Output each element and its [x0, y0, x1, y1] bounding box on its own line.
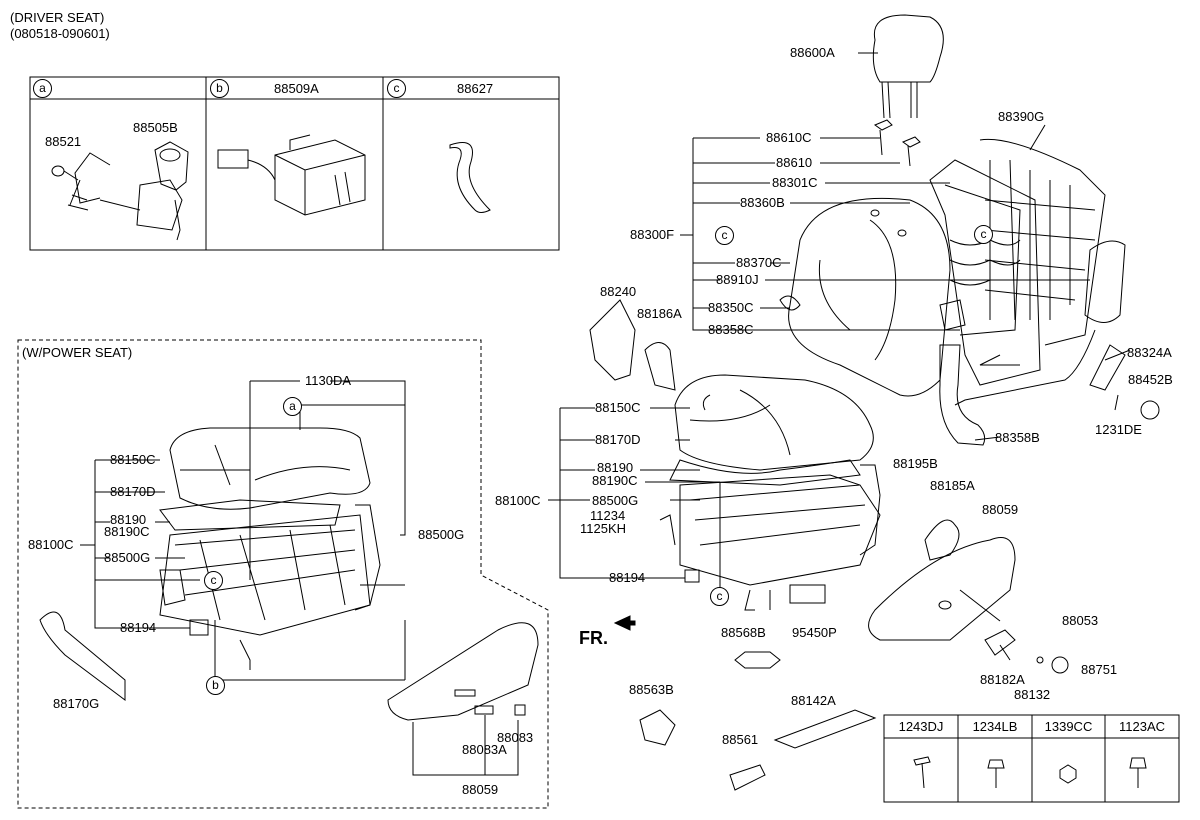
part-label: 88059 [462, 782, 499, 797]
part-label: 88390G [998, 109, 1045, 124]
part-label: 88186A [637, 306, 682, 321]
part-label: 88561 [722, 732, 759, 747]
part-label: 88170D [595, 432, 641, 447]
part-label: 88190 [110, 512, 147, 527]
marker-c: c [710, 587, 729, 606]
part-label: 88132 [1014, 687, 1051, 702]
part-label: 88100C [28, 537, 74, 552]
part-label: 1125KH [580, 521, 627, 536]
knob-88182a-drawing [984, 629, 1016, 656]
motor-88505b-drawing [67, 141, 189, 241]
side-cover-88059-drawing [868, 537, 1016, 641]
part-label: 88195B [893, 456, 938, 471]
part-label: 88500G [418, 527, 465, 542]
motor-88509a-drawing [217, 134, 366, 216]
part-label: 88300F [630, 227, 675, 242]
fastener-header: 1123AC [1118, 719, 1165, 734]
part-label: 88568B [721, 625, 766, 640]
part-label: 88301C [772, 175, 818, 190]
part-label: 88150C [595, 400, 641, 415]
part-label: 88610C [766, 130, 812, 145]
marker-c: c [715, 226, 734, 245]
marker-a: a [33, 79, 52, 98]
clip-88627-drawing [449, 142, 491, 213]
part-label: 88182A [980, 672, 1025, 687]
marker-b: b [206, 676, 225, 695]
part-label: 88194 [609, 570, 646, 585]
front-direction-label: FR. [579, 628, 608, 648]
part-label: 88627 [457, 81, 494, 96]
marker-a: a [283, 397, 302, 416]
belt-88358b-drawing [939, 344, 986, 446]
fastener-header: 1243DJ [898, 719, 944, 734]
part-label: 88185A [930, 478, 975, 493]
cover-88563b-drawing [639, 709, 676, 746]
part-label: 88500G [104, 550, 151, 565]
part-label: 1130DA [305, 373, 352, 388]
seat-back-frame-drawing [929, 138, 1126, 406]
date-range: (080518-090601) [10, 26, 110, 41]
part-label: 88500G [592, 493, 639, 508]
part-label: 88324A [1127, 345, 1172, 360]
part-label: 88053 [1062, 613, 1099, 628]
part-label: 88142A [791, 693, 836, 708]
part-label: 88600A [790, 45, 835, 60]
marker-c: c [974, 225, 993, 244]
part-label: 88083A [462, 742, 507, 757]
power-seat-title: (W/POWER SEAT) [22, 345, 133, 360]
part-label: 88170D [110, 484, 156, 499]
part-label: 88563B [629, 682, 674, 697]
part-label: 88190 [597, 460, 634, 475]
diagram-title: (DRIVER SEAT) [10, 10, 105, 25]
part-label: 88610 [776, 155, 813, 170]
lumbar-88358c-drawing [939, 299, 966, 331]
bracket-88568b-drawing [734, 651, 781, 669]
part-label: 88358B [995, 430, 1040, 445]
fastener-header: 1234LB [972, 719, 1018, 734]
power-seat-cushion-drawing [159, 427, 381, 670]
cover-88186a-drawing [644, 342, 676, 391]
part-label: 95450P [792, 625, 837, 640]
part-label: 88083 [497, 730, 534, 745]
part-label: 88350C [708, 300, 754, 315]
part-label: 88505B [133, 120, 178, 135]
rail-cover-88142a-drawing [773, 709, 877, 749]
part-label: 88751 [1081, 662, 1118, 677]
part-label: 88370C [736, 255, 782, 270]
marker-c: c [387, 79, 406, 98]
knob-88324a-drawing [1089, 344, 1126, 391]
part-label: 88150C [110, 452, 156, 467]
part-label: 88360B [740, 195, 785, 210]
part-label: 88910J [716, 272, 759, 287]
seat-cushion-main-drawing [659, 374, 881, 611]
part-label: 88100C [495, 493, 541, 508]
fastener-header: 1339CC [1044, 719, 1093, 734]
part-label: 11234 [590, 508, 626, 523]
part-label: 88358C [708, 322, 754, 337]
part-label: 1231DE [1095, 422, 1142, 437]
part-label: 88521 [45, 134, 82, 149]
cover-88240-drawing [589, 299, 636, 381]
fastener-icons [913, 756, 1147, 789]
part-label: 88190C [104, 524, 150, 539]
part-label: 88059 [982, 502, 1019, 517]
marker-c: c [204, 571, 223, 590]
side-cover-small-drawing [387, 622, 539, 721]
part-label: 88509A [274, 81, 319, 96]
part-label: 88240 [600, 284, 637, 299]
part-label: 88452B [1128, 372, 1173, 387]
headrest-88600a-drawing [872, 14, 944, 167]
cover-88185a-drawing [924, 519, 960, 561]
trim-88170g-drawing [39, 611, 126, 701]
marker-b: b [210, 79, 229, 98]
seat-back-pad-drawing [779, 197, 951, 397]
part-label: 88170G [53, 696, 100, 711]
part-label: 88190C [592, 473, 638, 488]
bracket-88561-drawing [729, 764, 766, 791]
part-label: 88194 [120, 620, 157, 635]
